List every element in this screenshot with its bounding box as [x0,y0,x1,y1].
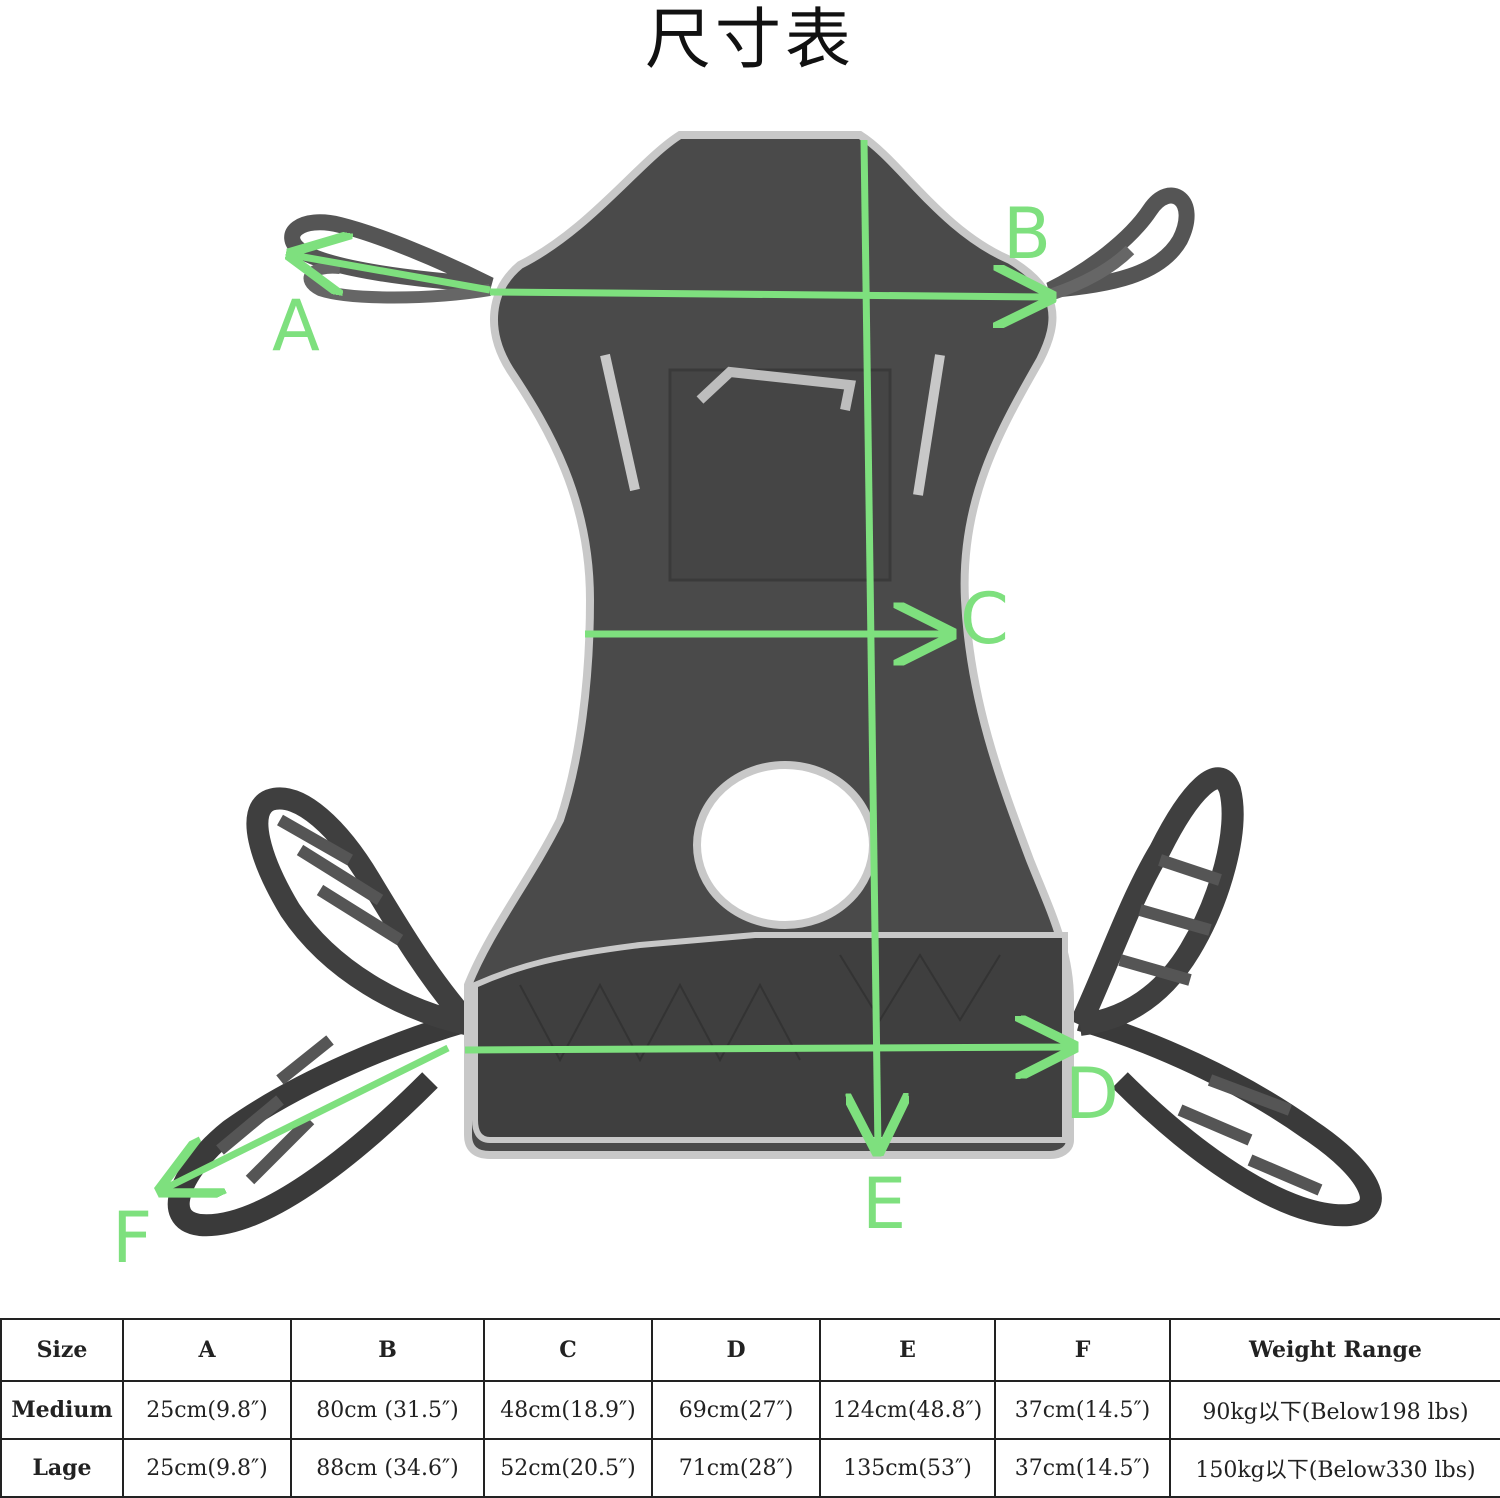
label-b: B [1003,193,1051,275]
side-strap-left [600,353,640,492]
cell-b: 80cm (31.5″) [290,1380,485,1440]
header-f: F [994,1318,1171,1382]
label-c: C [960,578,1009,660]
dimension-arrow-e [864,139,878,1150]
label-f: F [112,1197,152,1279]
dimension-arrow-a [292,255,491,290]
leg-flap [472,932,1068,1143]
row-size: Lage [0,1438,124,1498]
sling-diagram: A B C D E F [112,131,1382,1279]
header-c: C [483,1318,653,1382]
header-e: E [819,1318,996,1382]
cell-c: 52cm(20.5″) [483,1438,653,1498]
page-title: 尺寸表 [645,1,855,78]
label-d: D [1065,1053,1119,1135]
cell-e: 135cm(53″) [819,1438,996,1498]
cell-f: 37cm(14.5″) [994,1380,1171,1440]
cell-e: 124cm(48.8″) [819,1380,996,1440]
table-header-row: Size A B C D E F Weight Range [0,1318,1500,1382]
cell-a: 25cm(9.8″) [122,1380,292,1440]
dimension-arrow-b [489,292,1050,297]
header-weight-range: Weight Range [1169,1318,1500,1382]
size-table: Size A B C D E F Weight Range Medium 25c… [0,1318,1500,1498]
table-row: Lage 25cm(9.8″) 88cm (34.6″) 52cm(20.5″)… [0,1438,1500,1498]
table-row: Medium 25cm(9.8″) 80cm (31.5″) 48cm(18.9… [0,1380,1500,1440]
header-a: A [122,1318,292,1382]
dimension-arrow-d [464,1047,1072,1050]
cell-f: 37cm(14.5″) [994,1438,1171,1498]
dimension-arrow-f [162,1044,450,1190]
cell-d: 69cm(27″) [651,1380,821,1440]
cell-b: 88cm (34.6″) [290,1438,485,1498]
sling-body [464,131,1074,1159]
cell-weight-range: 150kg以下(Below330 lbs) [1169,1438,1500,1498]
toilet-hole [693,761,877,929]
cell-c: 48cm(18.9″) [483,1380,653,1440]
header-d: D [651,1318,821,1382]
header-b: B [290,1318,485,1382]
cell-weight-range: 90kg以下(Below198 lbs) [1169,1380,1500,1440]
side-strap-right [913,354,945,496]
pocket-handle [696,366,856,411]
row-size: Medium [0,1380,124,1440]
back-pocket [668,368,892,582]
head-strap-right [1046,187,1195,301]
header-size: Size [0,1318,124,1382]
label-a: A [272,285,320,367]
label-e: E [862,1163,906,1245]
cell-d: 71cm(28″) [651,1438,821,1498]
cell-a: 25cm(9.8″) [122,1438,292,1498]
leg-strap-right [1070,767,1382,1227]
